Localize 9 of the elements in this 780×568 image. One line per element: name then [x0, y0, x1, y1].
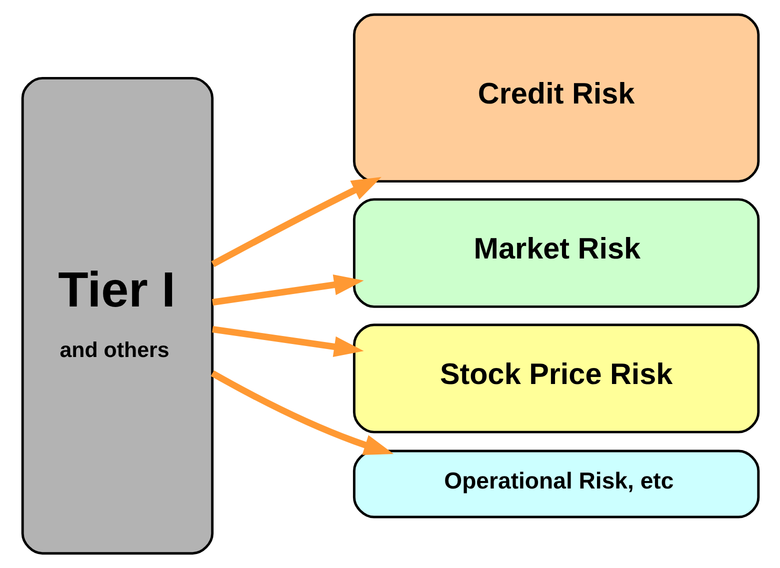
node-box: Tier I and others — [20, 76, 214, 555]
arrow — [212, 326, 364, 358]
node-box: Credit Risk — [352, 13, 760, 183]
arrow — [210, 370, 394, 456]
node-box: Operational Risk, etc — [352, 450, 760, 518]
node-box: Stock Price Risk — [352, 324, 760, 434]
node-box: Market Risk — [352, 198, 760, 308]
arrow — [212, 274, 364, 306]
arrow — [210, 176, 381, 268]
